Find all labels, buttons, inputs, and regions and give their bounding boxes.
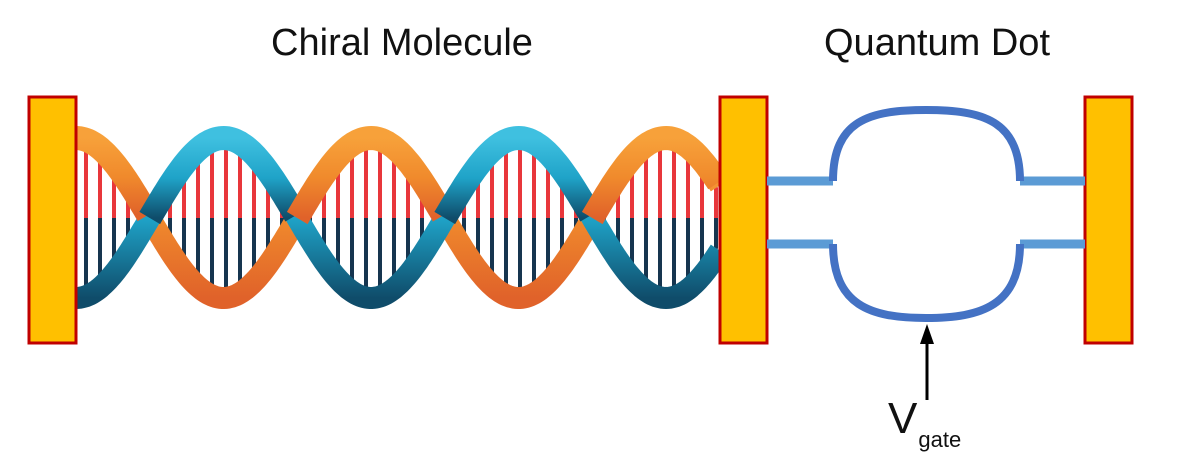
gate-voltage-label: Vgate	[888, 394, 962, 452]
dna-helix	[76, 125, 720, 310]
quantum-dot-title: Quantum Dot	[824, 22, 1050, 64]
strand-orange-segment	[286, 125, 454, 225]
dot-upper-arc	[829, 105, 1024, 182]
electrode-right	[1083, 95, 1134, 345]
dot-lower-arc	[829, 243, 1024, 323]
electrode-left	[27, 95, 78, 345]
quantum-dot	[767, 105, 1085, 323]
strand-blue-segment	[434, 125, 602, 225]
gate-arrow	[920, 324, 934, 400]
strand-orange-segment	[581, 125, 720, 225]
strand-front-segments	[76, 125, 720, 225]
electrode-middle	[718, 95, 769, 345]
strand-orange-segment	[76, 126, 159, 222]
chiral-molecule-title: Chiral Molecule	[271, 22, 533, 64]
strand-blue-segment	[139, 125, 307, 225]
